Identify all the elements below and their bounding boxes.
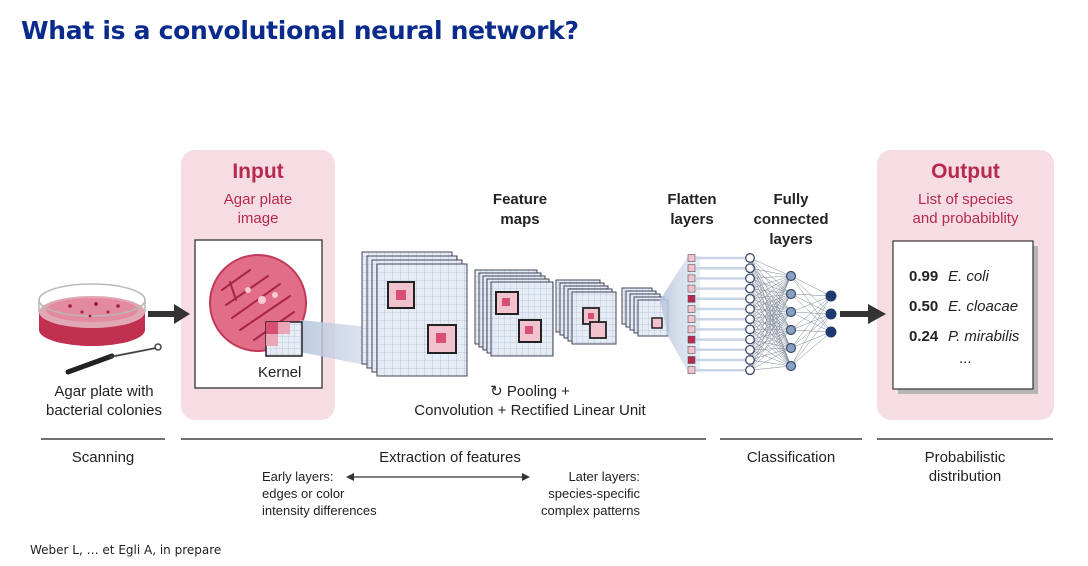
output-neuron-node — [825, 326, 837, 338]
flatten-unit — [687, 264, 696, 273]
neuron-node — [785, 342, 797, 354]
refresh-icon: ↻ — [490, 383, 503, 400]
stage-classification: Classification — [746, 449, 836, 466]
neuron-node — [745, 355, 755, 365]
arrow-icon — [148, 304, 190, 324]
neuron-node — [745, 263, 755, 274]
flatten-unit — [687, 284, 696, 293]
kernel-label: Kernel — [258, 364, 302, 381]
flatten-unit — [687, 274, 696, 283]
neuron-node — [745, 365, 755, 376]
inoculation-loop-icon — [65, 343, 162, 375]
stage-scanning: Scanning — [71, 449, 135, 466]
output-title: Output — [931, 160, 1000, 183]
convolution-label: Convolution + Rectified Linear Unit — [414, 402, 646, 419]
neuron-node — [785, 324, 797, 336]
flatten-unit — [687, 315, 696, 324]
flatten-unit — [687, 345, 696, 354]
pooling-label: ↻ Pooling + — [490, 383, 570, 400]
neuron-node — [745, 314, 755, 325]
flow-shading — [660, 256, 700, 372]
flatten-unit — [687, 356, 696, 364]
fully-connected-label: Fully connected layers — [753, 191, 829, 248]
early-layers-note: Early layers: edges or color intensity d… — [262, 469, 377, 518]
arrow-icon — [840, 304, 886, 324]
neuron-node — [745, 273, 755, 284]
output-neuron-node — [825, 308, 837, 320]
output-card — [892, 240, 1038, 394]
flatten-label: Flatten layers — [667, 191, 717, 228]
flatten-unit — [687, 305, 696, 313]
kernel-grid — [265, 321, 303, 357]
flatten-unit — [687, 294, 696, 303]
input-subtitle: Agar plate image — [223, 191, 293, 227]
neuron-node — [785, 270, 797, 282]
neuron-node — [745, 334, 755, 345]
citation: Weber L, … et Egli A, in prepare — [30, 543, 222, 557]
neuron-node — [745, 283, 755, 294]
input-title: Input — [232, 160, 284, 183]
flatten-unit — [687, 325, 696, 334]
double-arrow-icon — [346, 473, 530, 481]
flatten-unit — [687, 254, 696, 262]
flatten-unit — [687, 335, 696, 344]
neuron-node — [745, 344, 755, 355]
neuron-node — [785, 288, 797, 300]
feature-maps-1 — [361, 251, 468, 377]
neuron-node — [745, 293, 755, 304]
later-layers-note: Later layers: species-specific complex p… — [541, 469, 640, 518]
stage-probabilistic: Probabilistic distribution — [924, 449, 1006, 485]
neuron-node — [745, 253, 755, 263]
feature-maps-4 — [621, 287, 669, 337]
output-subtitle: List of species and probabiblity — [912, 191, 1019, 227]
neuron-node — [785, 360, 797, 372]
flatten-unit — [687, 366, 696, 375]
dish-label: Agar plate with bacterial colonies — [46, 383, 162, 419]
feature-maps-2 — [474, 269, 554, 357]
stage-extraction: Extraction of features — [379, 449, 521, 466]
feature-maps-label: Feature maps — [492, 191, 548, 228]
output-neuron-node — [825, 290, 837, 302]
output-more: ... — [959, 350, 972, 367]
petri-dish-icon — [38, 283, 146, 346]
page-title: What is a convolutional neural network? — [21, 16, 579, 45]
neuron-node — [745, 304, 755, 314]
neuron-node — [745, 324, 755, 335]
feature-maps-3 — [555, 279, 617, 345]
flatten-layer — [687, 254, 696, 375]
fully-connected-network — [696, 253, 837, 376]
neuron-node — [785, 306, 797, 318]
